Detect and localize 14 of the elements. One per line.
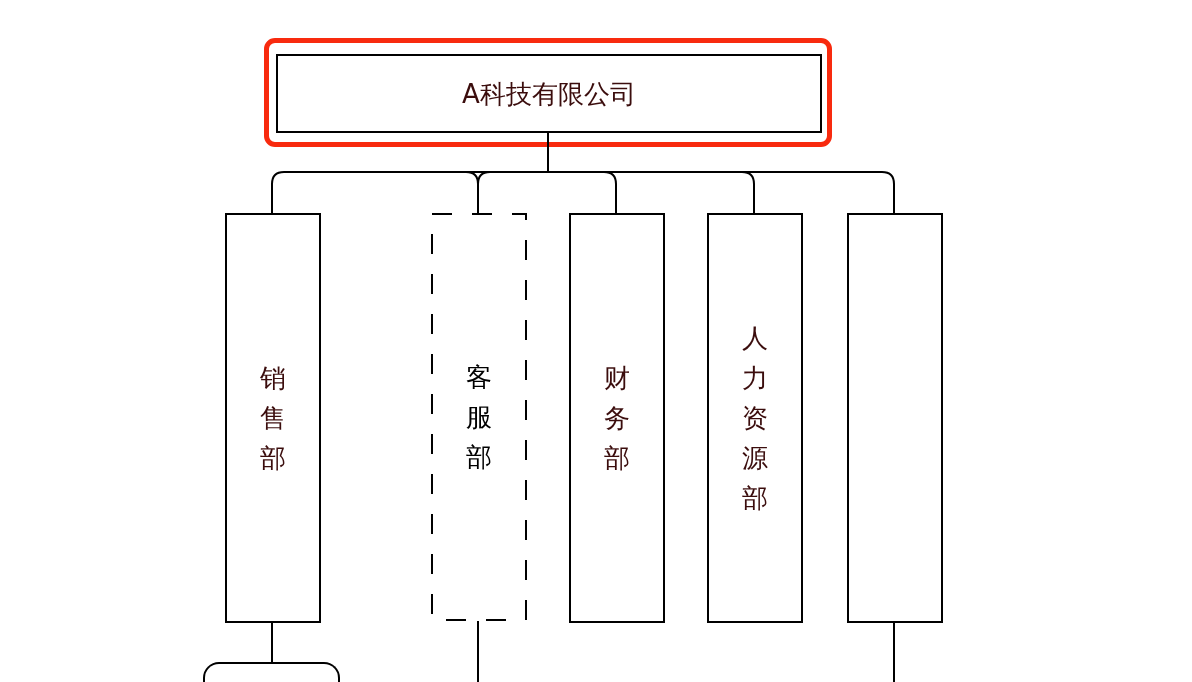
company-box <box>276 54 822 133</box>
empty-box <box>847 213 943 623</box>
connector-line <box>893 622 895 682</box>
department-name: 销售部 <box>260 362 286 475</box>
department-box <box>569 213 665 623</box>
department-box <box>225 213 321 623</box>
company-name: A科技有限公司 <box>462 78 636 109</box>
department-name: 客服部 <box>466 361 492 474</box>
department-name: 人力资源部 <box>742 322 768 515</box>
department-box <box>707 213 803 623</box>
rounded-box <box>203 662 340 682</box>
department-name: 财务部 <box>604 362 630 475</box>
connector-line <box>271 622 273 663</box>
connector-line <box>477 620 479 682</box>
